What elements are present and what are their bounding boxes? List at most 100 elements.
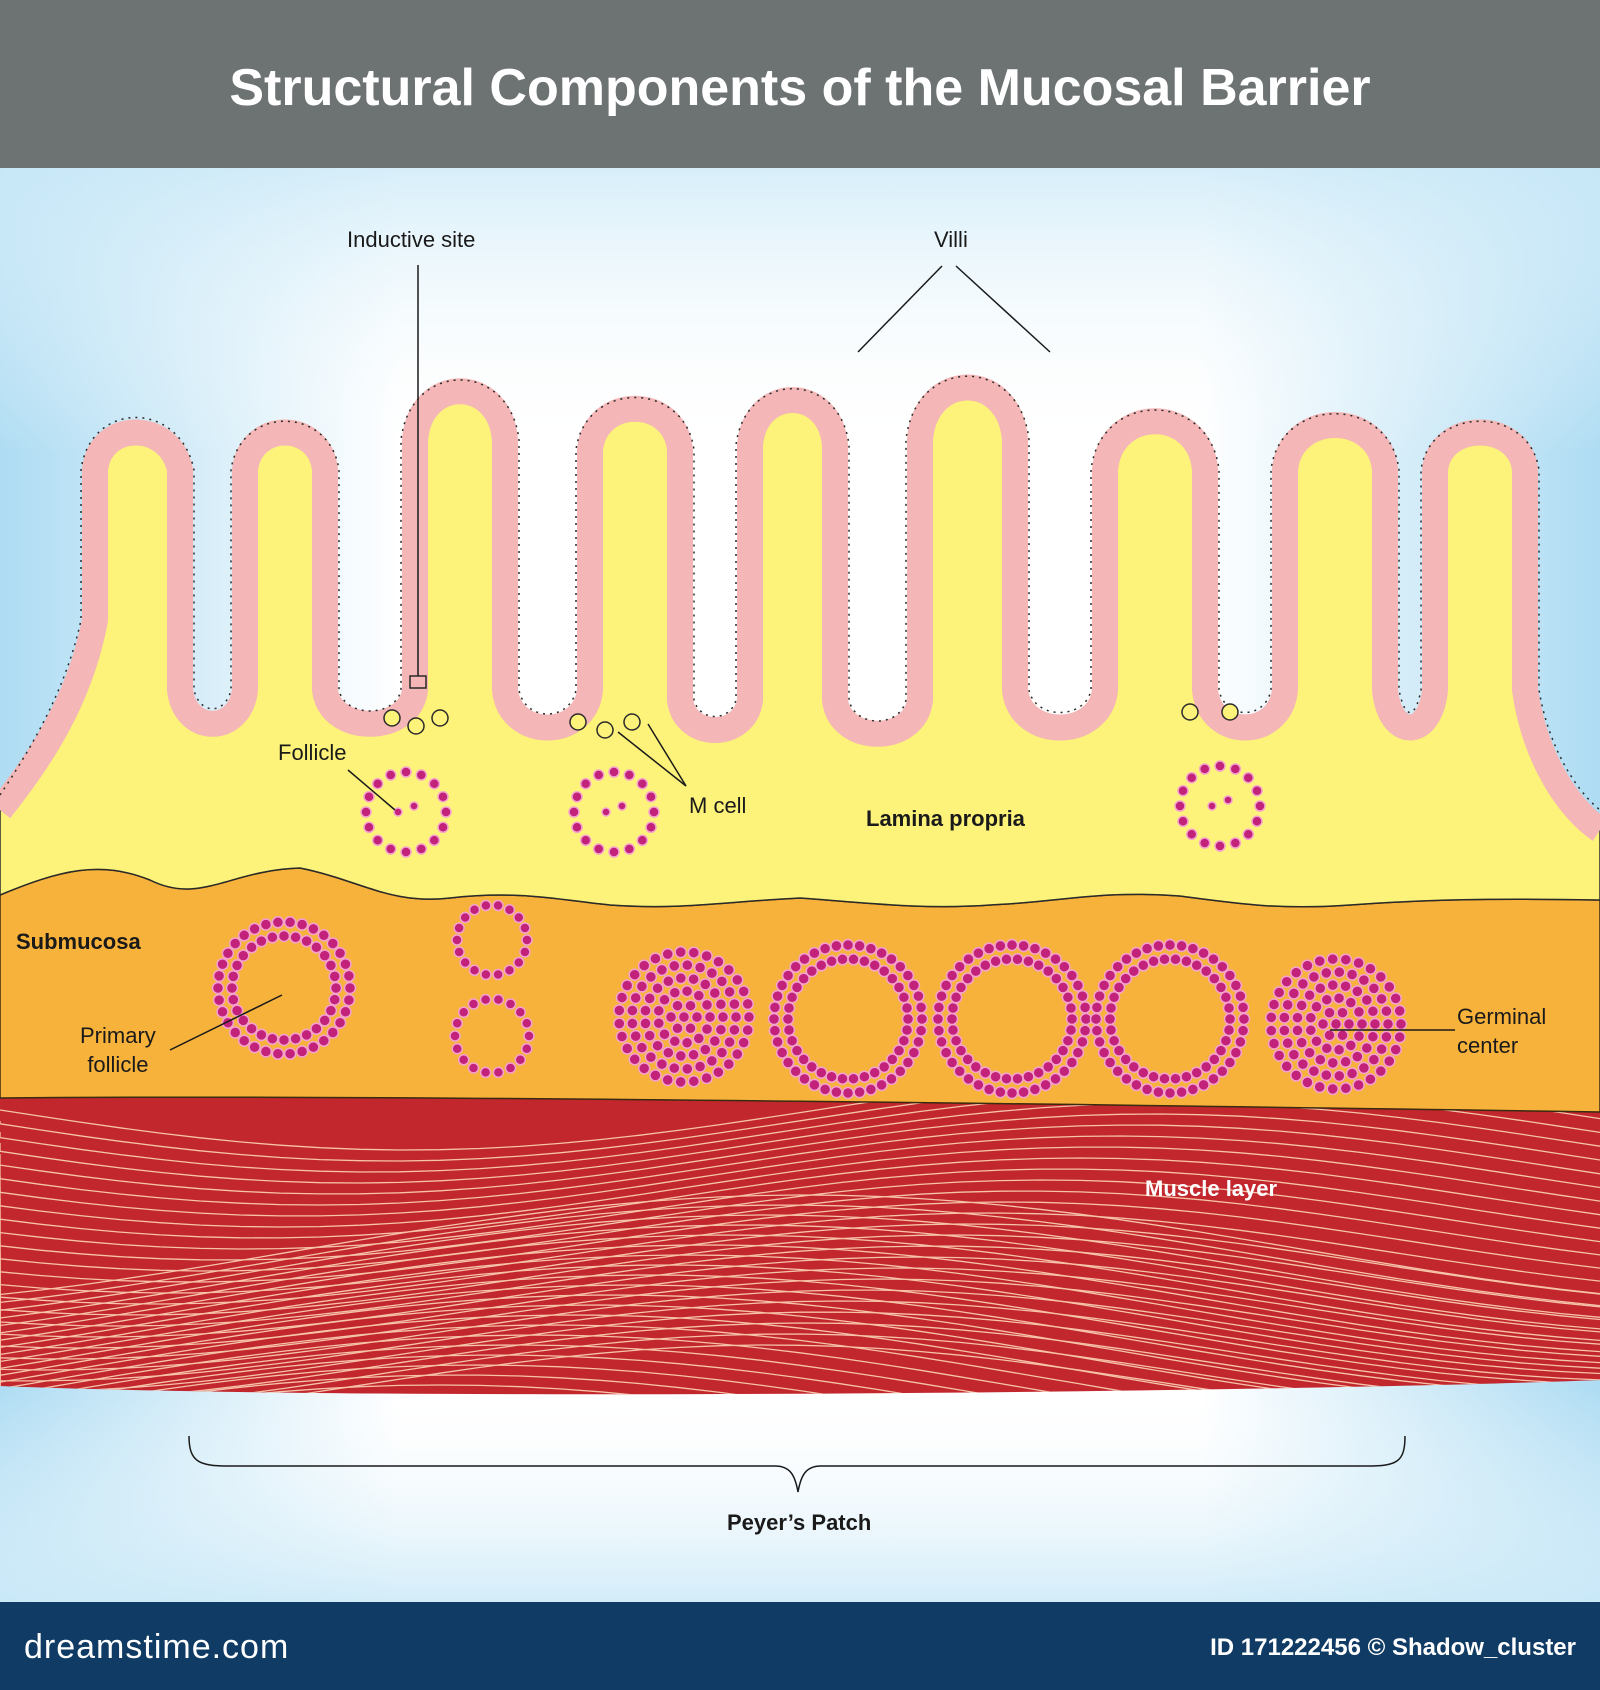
lymphocyte [714,998,728,1011]
lymphocyte [637,1062,651,1075]
lymphocyte [1050,972,1063,985]
lymphocyte [914,1001,928,1014]
lymphocyte [1158,1072,1171,1085]
lymphocyte [228,937,242,950]
lymphocyte [907,1046,921,1059]
lymphocyte [972,1078,985,1092]
lymphocyte [592,769,605,781]
lymphocyte [1158,953,1171,966]
lymphocyte [894,960,907,973]
lymphocyte [1323,1029,1336,1042]
lymphocyte [818,942,832,955]
lymphocyte [901,969,915,982]
lymphocyte [1214,760,1226,772]
lymphocyte [648,806,660,818]
lymphocyte [468,964,481,977]
lymphocyte [687,1075,701,1088]
lymphocyte [728,997,741,1011]
lymphocyte [1120,1072,1133,1086]
lymphocyte [1281,998,1294,1012]
muscle-fiber [0,1254,1600,1364]
lymphocyte [459,956,471,969]
lymphocyte [513,956,525,969]
lymphocyte [592,843,605,855]
muscle-fiber [0,1204,1600,1307]
lymphocyte [1032,959,1045,972]
lymphocyte [1056,1044,1070,1057]
muscle-fiber [0,1102,1600,1184]
lymphocyte [1198,837,1211,849]
lymphocyte [1332,1043,1346,1057]
lymphocyte [662,1046,675,1059]
lymphocyte [1333,965,1346,979]
lymphocyte [1393,1030,1406,1044]
diagram-title: Structural Components of the Mucosal Bar… [229,59,1371,117]
lymphocyte [328,970,341,983]
lymphocyte [1011,953,1024,966]
lymphocyte [693,961,707,974]
lymphocyte [680,984,694,998]
lymphocyte [211,981,225,995]
lymphocyte [1304,1023,1318,1037]
lymphocyte [767,1012,781,1026]
lymphocyte [712,955,725,969]
lymphocyte [1147,1070,1160,1083]
lymphocyte [1076,1035,1089,1049]
lymphocyte [400,846,412,858]
lymphocyte [805,1060,819,1074]
lymphocyte [283,916,297,929]
lymphocyte [415,769,428,781]
lymphocyte [668,986,682,999]
lymphocyte [628,968,641,981]
lymphocyte [1017,939,1030,953]
lymphocyte [1130,1078,1143,1092]
lymphocyte [712,1065,725,1079]
lymphocyte [782,1001,796,1015]
lymphocyte [1345,968,1359,981]
lymphocyte [1336,1006,1349,1019]
lymphocyte [655,1057,669,1071]
lymphocyte [620,1042,634,1055]
lymphocyte [1222,1001,1236,1015]
lymphocyte [635,980,649,993]
lymphocyte [626,1004,639,1017]
lymphocyte [789,960,802,973]
lymphocyte [1140,942,1154,955]
lymphocyte [643,992,656,1005]
lymphocyte [868,959,881,972]
lymphocyte [815,1066,828,1079]
lymphocyte [1186,1083,1200,1096]
lymphocyte [453,946,465,958]
lymphocyte [1326,978,1340,992]
lymphocyte [900,1001,914,1015]
lymphocyte [789,1065,802,1078]
lymphocyte [626,1017,639,1030]
lymphocyte [227,970,240,983]
lymphocyte [935,1035,948,1049]
lymphocyte [608,846,620,858]
lymphocyte [324,1004,338,1017]
lymphocyte [1041,1060,1055,1074]
lymphocyte [400,766,412,778]
muscle-fiber [0,1354,1600,1395]
lymphocyte [1190,1066,1203,1079]
lymphocyte [818,1083,832,1096]
lymphocyte [655,963,669,977]
lymphocyte [1254,800,1266,812]
lymphocyte [216,957,229,971]
footer-bar [0,1602,1600,1690]
lymphocyte [798,1072,811,1086]
muscle-fiber [0,1234,1600,1342]
lymphocyte [300,1028,313,1042]
lymphocyte [671,999,684,1012]
lymphocyte [886,972,899,985]
lymphocyte [479,1066,492,1079]
lymphocyte [608,766,620,778]
lymphocyte [885,1072,898,1086]
lymphocyte [1103,969,1117,982]
muscle-fiber [0,1374,1600,1395]
lymphocyte [1342,1017,1356,1031]
lymphocyte [946,1023,960,1037]
lymphocyte [1190,959,1203,972]
lymphocyte [677,1010,691,1024]
